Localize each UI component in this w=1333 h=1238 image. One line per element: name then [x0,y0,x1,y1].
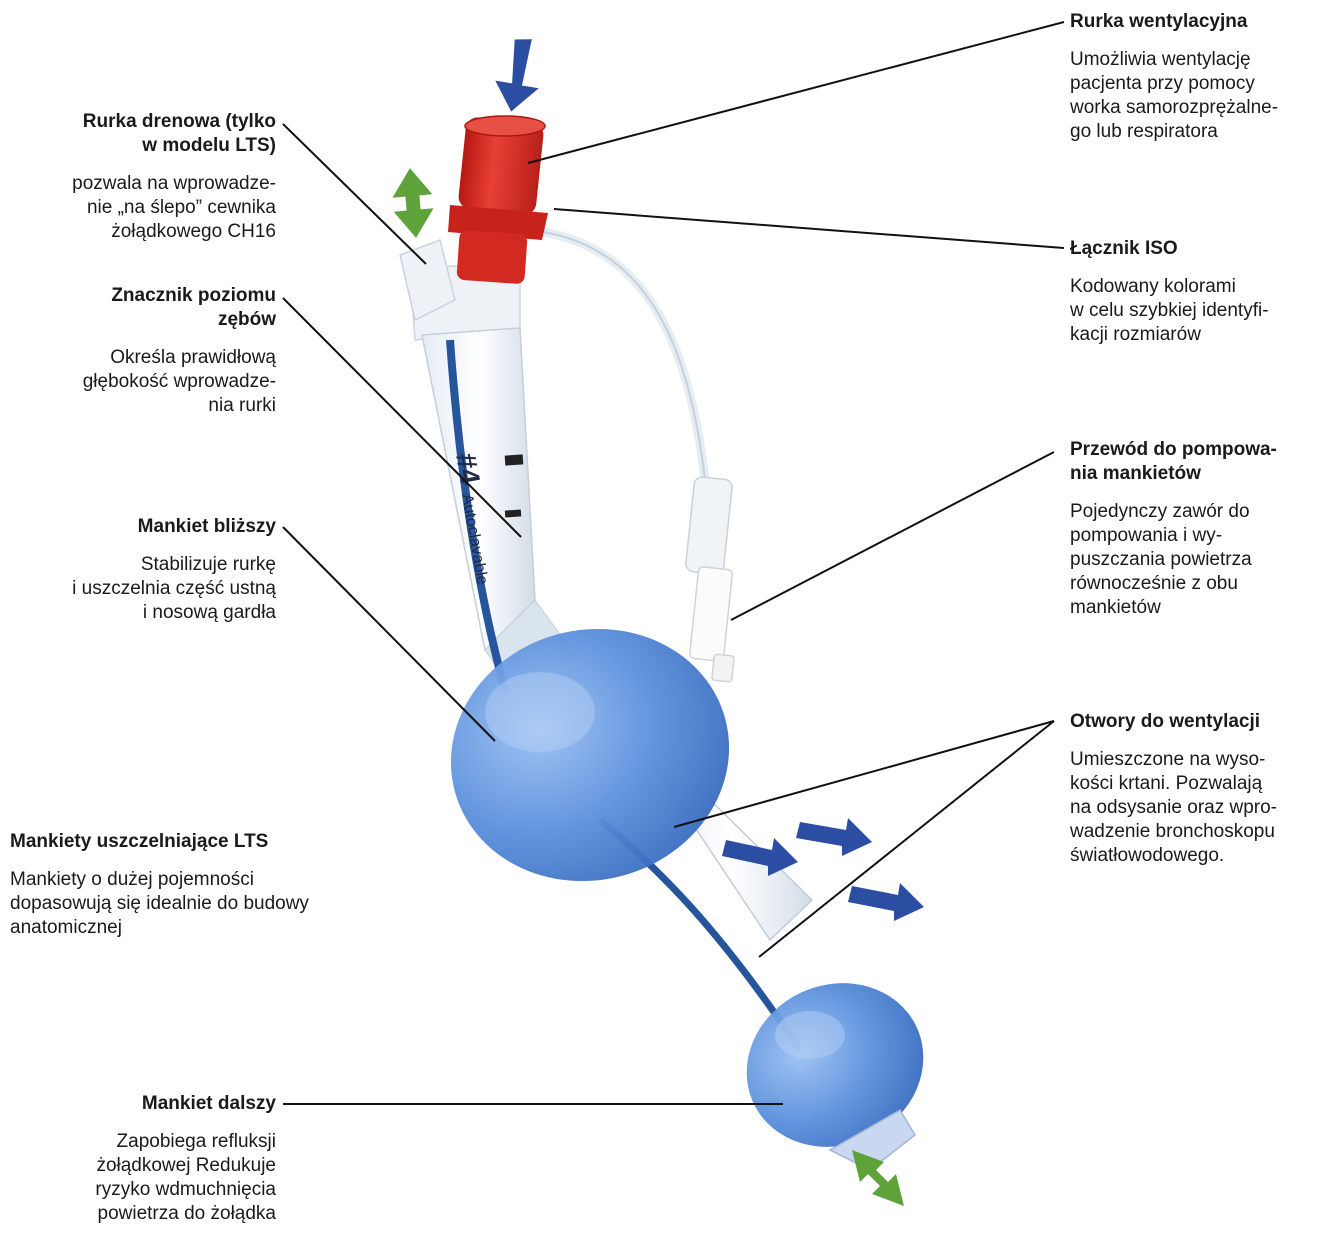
label-przewod-pompowania: Przewód do pompowa- nia mankietów Pojedy… [1070,438,1330,620]
label-title: Otwory do wentylacji [1070,710,1330,734]
cuff-valve [685,476,734,682]
label-description: Umieszczone na wyso- kości krtani. Pozwa… [1070,748,1330,868]
label-title: Rurka drenowa (tylko w modelu LTS) [10,110,276,158]
label-title: Przewód do pompowa- nia mankietów [1070,438,1330,486]
blue-arrow-down-icon [492,36,543,114]
label-description: Mankiety o dużej pojemności dopasowują s… [10,868,410,940]
label-otwory-wentylacji: Otwory do wentylacji Umieszczone na wyso… [1070,710,1330,868]
label-lacznik-iso: Łącznik ISO Kodowany kolorami w celu szy… [1070,237,1330,347]
label-description: Umożliwia wentylację pacjenta przy pomoc… [1070,48,1330,144]
label-mankiety-lts: Mankiety uszczelniające LTS Mankiety o d… [10,830,410,940]
label-description: pozwala na wprowadze- nie „na ślepo” cew… [10,172,276,244]
label-title: Łącznik ISO [1070,237,1330,261]
label-title: Rurka wentylacyjna [1070,10,1330,34]
blue-arrow-right-icon [796,818,872,856]
tube-body [410,260,575,690]
leader-lines [283,22,1064,1104]
green-double-arrow-icon [390,166,436,239]
label-znacznik-zebow: Znacznik poziomu zębów Określa prawidłow… [10,284,276,418]
tube-size-print: #4 [450,451,486,487]
label-description: Określa prawidłową głębokość wprowadze- … [10,346,276,418]
label-title: Mankiet bliższy [10,515,276,539]
label-rurka-drenowa: Rurka drenowa (tylko w modelu LTS) pozwa… [10,110,276,244]
label-description: Zapobiega refluksji żołądkowej Redukuje … [10,1130,276,1226]
blue-arrow-right-icon [848,883,924,921]
label-description: Kodowany kolorami w celu szybkiej identy… [1070,275,1330,347]
label-rurka-wentylacyjna: Rurka wentylacyjna Umożliwia wentylację … [1070,10,1330,144]
label-title: Mankiet dalszy [10,1092,276,1116]
label-description: Stabilizuje rurkę i uszczelnia część ust… [10,553,276,625]
iso-connector [448,116,548,284]
label-description: Pojedynczy zawór do pompowania i wy- pus… [1070,500,1330,620]
label-title: Mankiety uszczelniające LTS [10,830,410,854]
label-title: Znacznik poziomu zębów [10,284,276,332]
label-mankiet-dalszy: Mankiet dalszy Zapobiega refluksji żołąd… [10,1092,276,1226]
label-mankiet-blizszy: Mankiet bliższy Stabilizuje rurkę i uszc… [10,515,276,625]
